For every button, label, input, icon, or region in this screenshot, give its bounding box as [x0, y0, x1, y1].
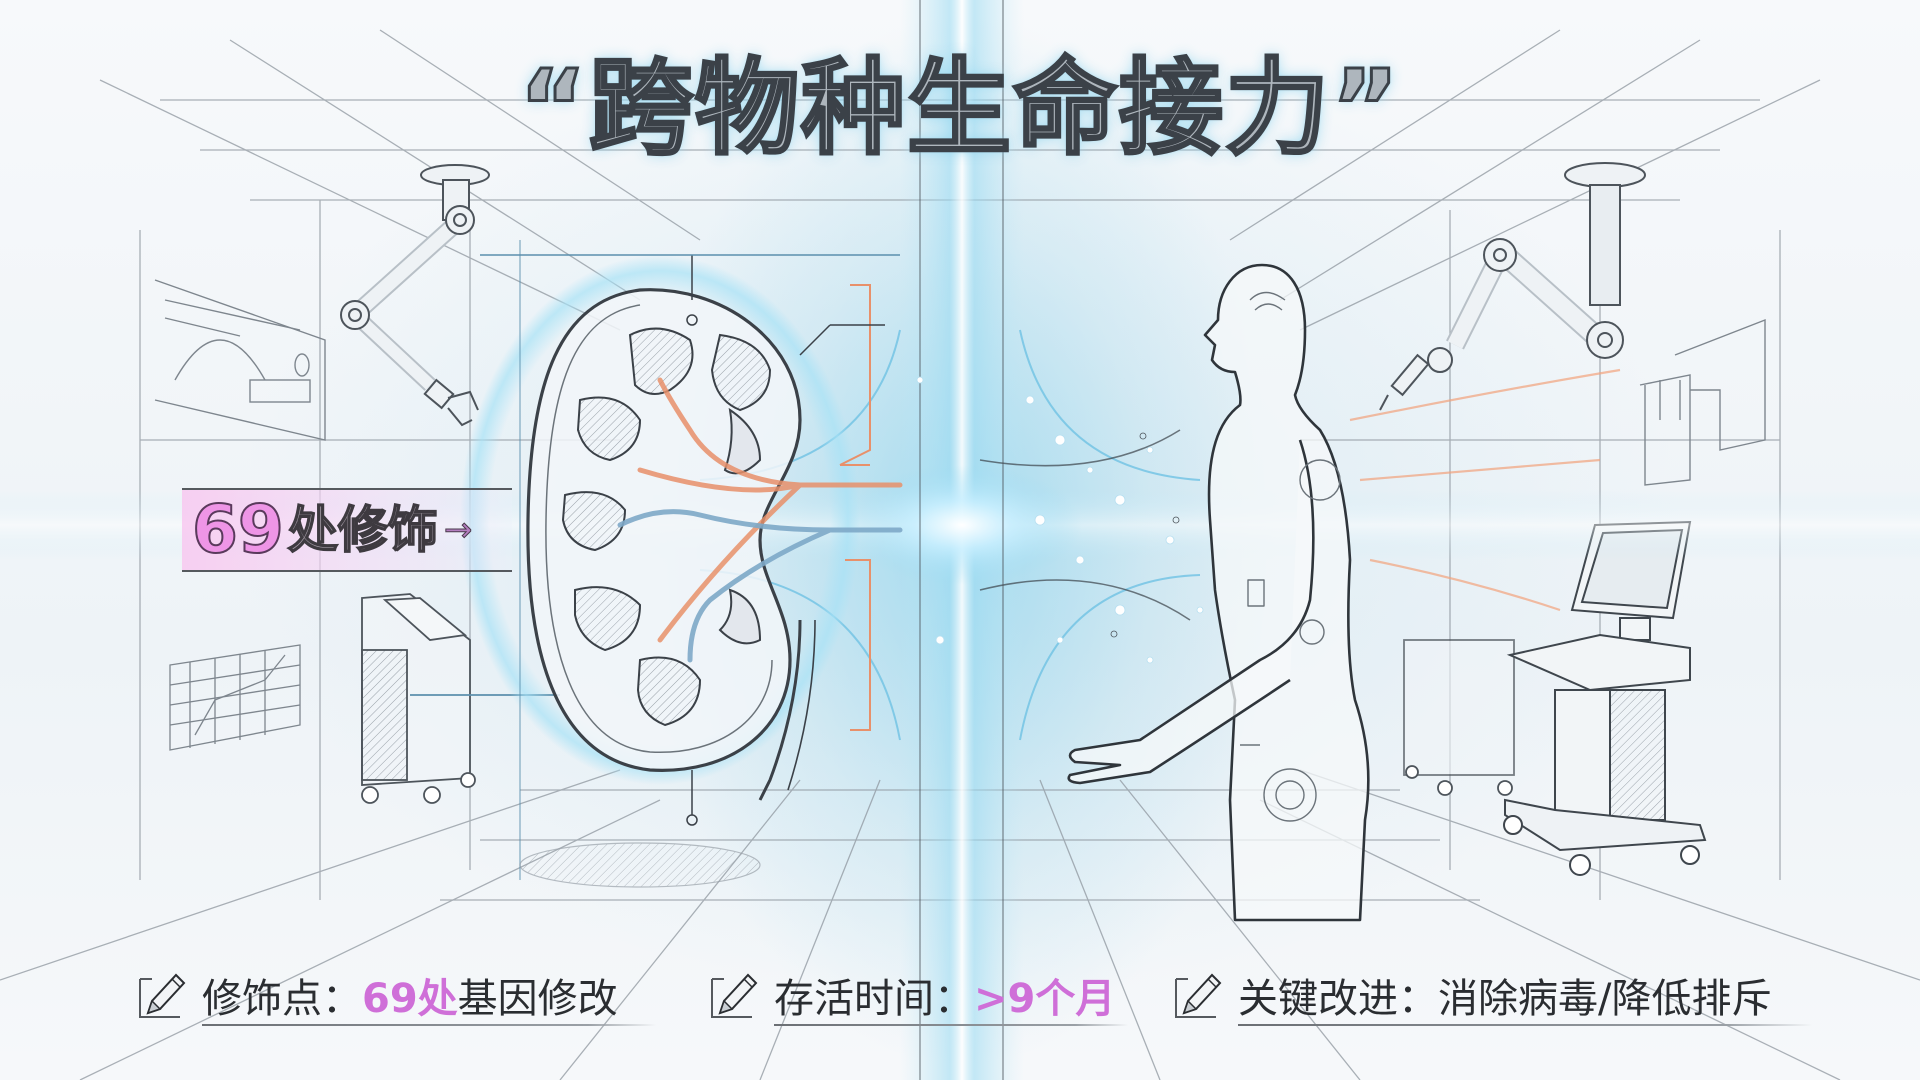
caption-underline	[202, 1024, 656, 1026]
wall-chart-sketch	[169, 644, 301, 751]
particles	[916, 376, 1204, 664]
wall-panel-sketch-right	[1639, 318, 1766, 486]
caption-label: 修饰点：	[202, 976, 362, 1022]
caption-key-improvements: 关键改进： 消除病毒/降低排斥	[1172, 960, 1812, 1030]
kidney-diagram	[460, 240, 903, 888]
human-figure	[1067, 263, 1370, 922]
page-title: “跨物种生命接力”	[517, 46, 1402, 171]
caption-survival-time: 存活时间： >9个月	[708, 960, 1128, 1030]
pencil-icon	[139, 973, 186, 1018]
robotic-arm-left	[340, 164, 490, 427]
medical-cabinet-left	[361, 593, 560, 804]
wall-panel-sketch-left	[154, 279, 326, 441]
caption-rest: 消除病毒/降低排斥	[1438, 976, 1772, 1022]
energy-streaks-orange	[1349, 368, 1621, 612]
medical-cart-right	[1403, 639, 1515, 796]
callout-number: 69	[191, 491, 285, 568]
caption-highlight: 69处	[362, 976, 458, 1022]
callout-text: 处修饰	[287, 501, 439, 559]
caption-label: 存活时间：	[774, 976, 974, 1022]
caption-label: 关键改进：	[1238, 976, 1438, 1022]
pencil-icon	[1175, 973, 1222, 1018]
caption-highlight: >9个月	[974, 976, 1116, 1022]
caption-underline	[774, 1024, 1128, 1026]
robotic-arm-right	[1379, 162, 1646, 411]
pencil-icon	[711, 973, 758, 1018]
caption-rest: 基因修改	[457, 976, 618, 1022]
monitor-cart-right	[1503, 520, 1707, 876]
caption-underline	[1238, 1024, 1812, 1026]
arrow-right-icon: →	[443, 510, 473, 551]
modification-callout: 69 处修饰 →	[182, 488, 512, 572]
caption-modification-points: 修饰点： 69处 基因修改	[136, 960, 656, 1030]
